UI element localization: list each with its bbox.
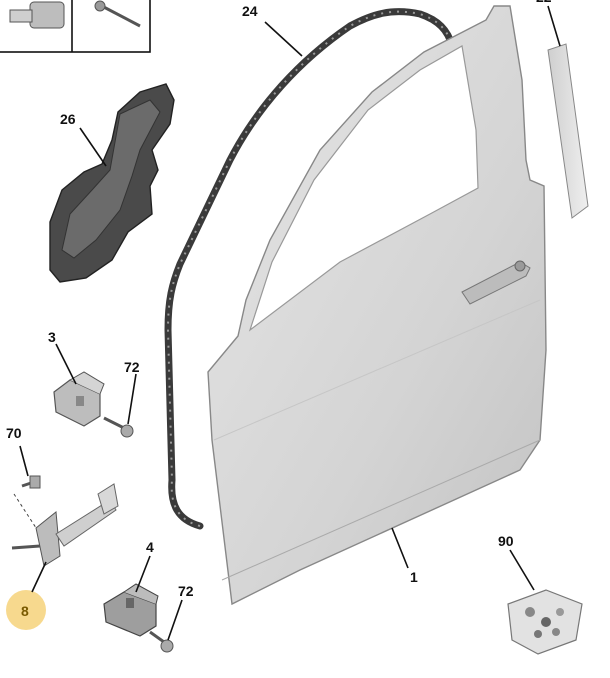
inner-cover-panel [49,83,175,283]
callout-22: 22 [536,0,552,5]
callout-3: 3 [48,329,56,345]
highlight-badge [6,590,46,630]
callout-8: 8 [21,603,29,619]
door-check-strap [11,483,119,567]
screw-upper-icon [103,416,134,438]
door-handle-icon [461,260,531,305]
trim-strip [547,43,589,219]
bolt-icon [21,475,41,489]
callout-4: 4 [146,539,154,555]
lower-hinge [103,583,159,637]
inset-connector-icon [9,1,65,29]
callout-72-upper: 72 [124,359,140,375]
callout-1: 1 [410,569,418,585]
inset-fastener-icon [94,0,141,28]
screw-lower-icon [149,630,174,653]
callout-70: 70 [6,425,22,441]
leader-lines [19,5,561,641]
clip-kit-icon [507,589,583,655]
callout-26: 26 [60,111,76,127]
door-panel [207,5,547,606]
callout-90: 90 [498,533,514,549]
callout-72-lower: 72 [178,583,194,599]
callout-24: 24 [242,3,258,19]
inset-boxes [0,0,151,53]
upper-hinge [53,371,105,427]
